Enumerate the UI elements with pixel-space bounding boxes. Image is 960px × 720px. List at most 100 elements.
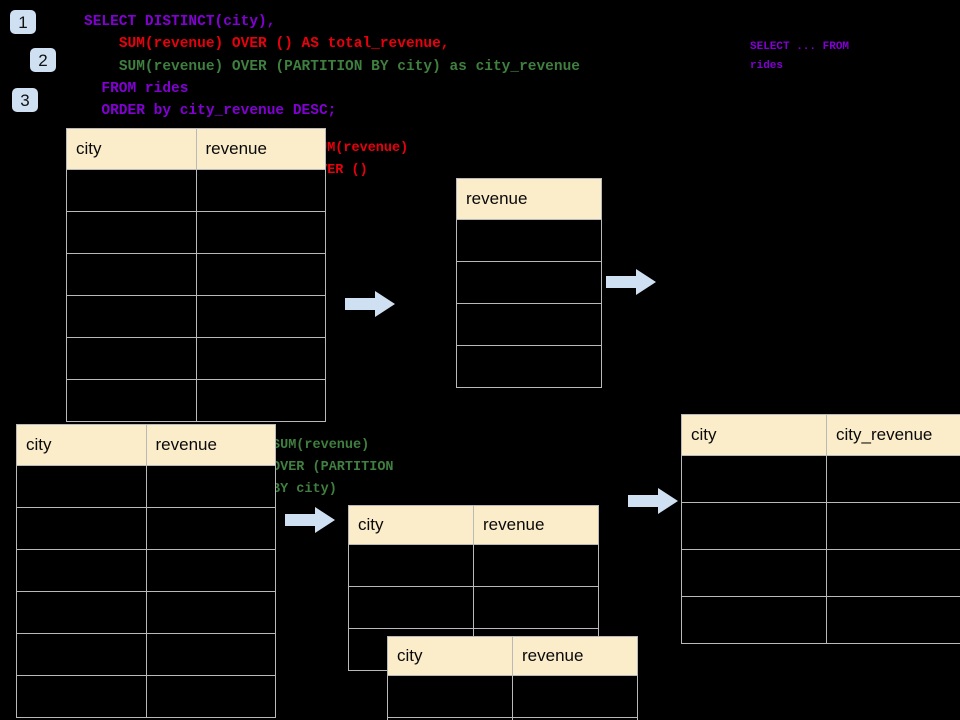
table-row bbox=[456, 261, 602, 304]
table-cell bbox=[16, 591, 147, 634]
column-header-revenue: revenue bbox=[195, 128, 326, 170]
table-row bbox=[66, 337, 326, 380]
table-cell bbox=[456, 303, 602, 346]
column-header-revenue: revenue bbox=[456, 178, 602, 220]
table-row bbox=[681, 549, 960, 597]
table-cell bbox=[145, 549, 276, 592]
arrow-total-revenue-to-output bbox=[606, 267, 656, 297]
arrow-rides-to-total-revenue bbox=[345, 289, 395, 319]
table-cell bbox=[456, 345, 602, 388]
table-cell bbox=[826, 549, 960, 597]
column-header-revenue: revenue bbox=[473, 505, 599, 545]
table-cell bbox=[66, 379, 197, 422]
table-cell bbox=[16, 675, 147, 718]
sql-query-block: SELECT DISTINCT(city), SUM(revenue) OVER… bbox=[84, 11, 580, 122]
table-cell bbox=[66, 295, 197, 338]
table-cell bbox=[66, 211, 197, 254]
table-cell bbox=[681, 455, 827, 503]
column-header-city: city bbox=[387, 636, 513, 676]
table-cell bbox=[145, 507, 276, 550]
table-row bbox=[16, 591, 276, 634]
table-cell bbox=[512, 675, 638, 718]
table-row bbox=[16, 465, 276, 508]
arrow-rides-to-partition bbox=[285, 505, 335, 535]
table-row bbox=[66, 253, 326, 296]
arrow-partition-to-output bbox=[628, 486, 678, 516]
step-badge-1: 1 bbox=[10, 10, 36, 34]
table-cell bbox=[195, 337, 326, 380]
table-row bbox=[348, 544, 599, 587]
sql-line-city-revenue: SUM(revenue) OVER (PARTITION BY city) as… bbox=[118, 58, 580, 75]
column-header-city: city bbox=[16, 424, 147, 466]
table-row bbox=[681, 455, 960, 503]
column-header-city: city bbox=[66, 128, 197, 170]
table-cell bbox=[681, 502, 827, 550]
table-row bbox=[16, 675, 276, 718]
column-header-revenue: revenue bbox=[145, 424, 276, 466]
column-header-revenue: revenue bbox=[512, 636, 638, 676]
table-cell bbox=[195, 211, 326, 254]
table-cell bbox=[16, 549, 147, 592]
table-cell bbox=[195, 253, 326, 296]
table-row bbox=[16, 633, 276, 676]
table-cell bbox=[826, 455, 960, 503]
table-cell bbox=[348, 544, 474, 587]
arrow-right-icon bbox=[628, 488, 678, 514]
column-header-city: city bbox=[681, 414, 827, 456]
table-cell bbox=[16, 633, 147, 676]
sql-line-order-by: ORDER by city_revenue DESC; bbox=[101, 103, 337, 120]
table-cell bbox=[348, 586, 474, 629]
table-row bbox=[348, 586, 599, 629]
arrow-right-icon bbox=[606, 269, 656, 295]
step-badge-3: 3 bbox=[12, 88, 38, 112]
table-row bbox=[66, 295, 326, 338]
table-cell bbox=[456, 261, 602, 304]
table-row bbox=[387, 717, 638, 720]
table-cell bbox=[145, 633, 276, 676]
table-cell bbox=[512, 717, 638, 720]
table-row bbox=[66, 379, 326, 422]
table-cell bbox=[195, 295, 326, 338]
table-row bbox=[66, 169, 326, 212]
sql-line-total-revenue: SUM(revenue) OVER () AS total_revenue, bbox=[118, 36, 450, 53]
table-cell bbox=[826, 596, 960, 644]
table-header-row: revenue bbox=[456, 178, 602, 220]
table-cell bbox=[145, 591, 276, 634]
table-cell bbox=[195, 169, 326, 212]
table-cell bbox=[16, 507, 147, 550]
table-cell bbox=[16, 465, 147, 508]
table-row bbox=[16, 507, 276, 550]
table-cell bbox=[195, 379, 326, 422]
table-cell bbox=[387, 675, 513, 718]
table-row bbox=[456, 345, 602, 388]
sql-side-note: SELECT ... FROM rides bbox=[750, 41, 850, 72]
table-row bbox=[456, 303, 602, 346]
step-badge-2-label: 2 bbox=[38, 50, 48, 70]
table-cell bbox=[681, 549, 827, 597]
table-row bbox=[681, 596, 960, 644]
table-cell bbox=[66, 169, 197, 212]
sql-line-select: SELECT DISTINCT(city), bbox=[84, 14, 276, 30]
table-cell bbox=[456, 219, 602, 262]
arrow-right-icon bbox=[285, 507, 335, 533]
step-badge-2: 2 bbox=[30, 48, 56, 72]
table-cell bbox=[145, 465, 276, 508]
table-cell bbox=[66, 253, 197, 296]
table-row bbox=[456, 219, 602, 262]
column-header-city_revenue: city_revenue bbox=[826, 414, 960, 456]
arrow-right-icon bbox=[345, 291, 395, 317]
table-row bbox=[387, 675, 638, 718]
total-revenue-result-table: revenue bbox=[456, 178, 602, 388]
step-badge-3-label: 3 bbox=[20, 90, 30, 110]
table-row bbox=[66, 211, 326, 254]
sql-line-from: FROM rides bbox=[101, 80, 189, 97]
table-cell bbox=[145, 675, 276, 718]
